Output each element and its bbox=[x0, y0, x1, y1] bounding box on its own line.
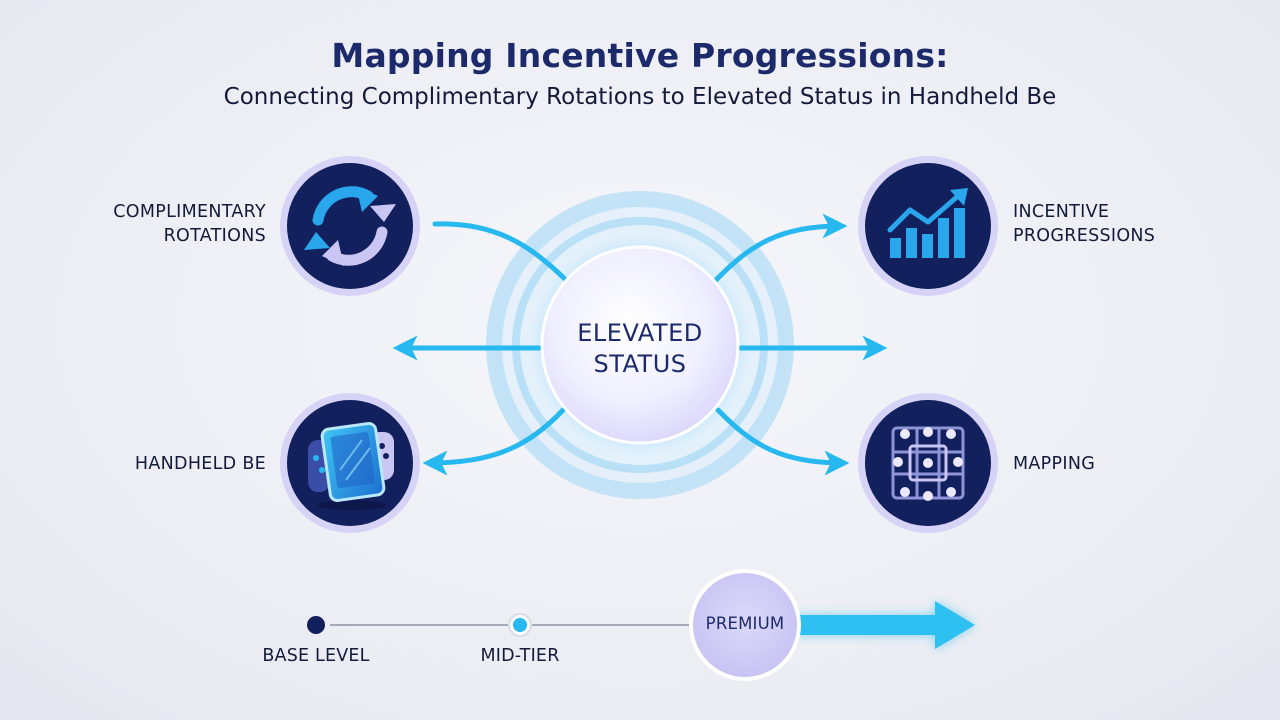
tier-base-dot bbox=[307, 616, 325, 634]
label-handheld-be: HANDHELD BE bbox=[40, 452, 266, 476]
connector-arrows bbox=[392, 213, 888, 476]
center-node-label: ELEVATED STATUS bbox=[540, 318, 740, 380]
node-mapping bbox=[858, 393, 998, 533]
handheld-console-icon bbox=[308, 421, 394, 510]
node-grid-dots bbox=[893, 427, 963, 501]
node-incentive-progressions bbox=[858, 156, 998, 296]
center-node-circle bbox=[540, 245, 740, 445]
tier-premium-label: PREMIUM bbox=[705, 614, 785, 633]
growth-chart-icon bbox=[887, 188, 968, 258]
node-handheld-be bbox=[280, 393, 420, 533]
label-mapping-line1: MAPPING bbox=[1013, 454, 1096, 474]
node-complimentary-rotations bbox=[280, 156, 420, 296]
page-title: Mapping Incentive Progressions: bbox=[331, 36, 949, 75]
connector-from-mapping bbox=[715, 407, 850, 476]
page-subtitle: Connecting Complimentary Rotations to El… bbox=[223, 84, 1057, 110]
label-mapping: MAPPING bbox=[1013, 452, 1243, 476]
tier-progression bbox=[307, 569, 975, 681]
label-incentive-progressions-line1: INCENTIVE bbox=[1013, 202, 1110, 222]
tier-mid-label: MID-TIER bbox=[480, 646, 560, 666]
label-handheld-be-line1: HANDHELD BE bbox=[134, 454, 266, 474]
label-complimentary-rotations-line1: COMPLIMENTARY bbox=[113, 202, 266, 222]
tier-base-label: BASE LEVEL bbox=[262, 646, 370, 666]
label-incentive-progressions-line2: PROGRESSIONS bbox=[1013, 226, 1156, 246]
center-label-line1: ELEVATED bbox=[577, 319, 703, 347]
label-incentive-progressions: INCENTIVE PROGRESSIONS bbox=[1013, 200, 1243, 248]
label-complimentary-rotations-line2: ROTATIONS bbox=[163, 226, 266, 246]
connector-from-complimentary-rotations bbox=[432, 221, 569, 283]
connector-to-incentive-progressions bbox=[713, 213, 848, 283]
connector-to-handheld-be bbox=[422, 407, 566, 476]
label-complimentary-rotations: COMPLIMENTARY ROTATIONS bbox=[40, 200, 266, 248]
rotation-arrows-icon bbox=[304, 186, 396, 266]
center-label-line2: STATUS bbox=[593, 350, 687, 378]
